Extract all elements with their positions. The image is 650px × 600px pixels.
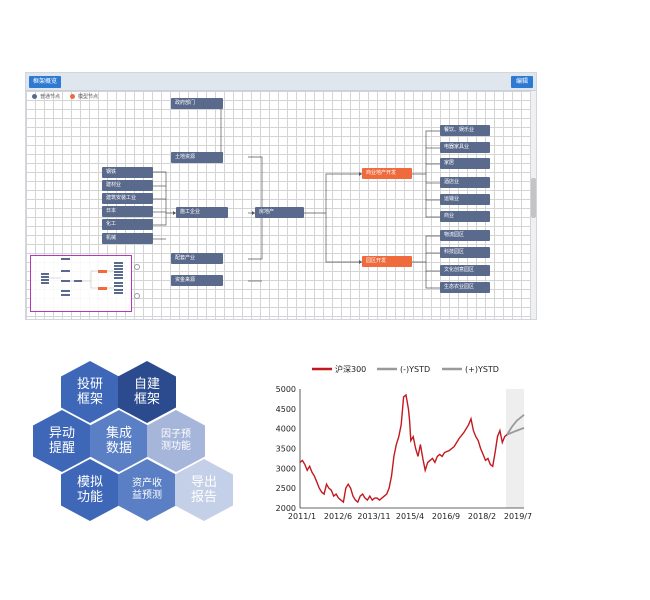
legend-label-2: (+)YSTD — [465, 365, 499, 374]
scrollbar-thumb[interactable] — [531, 178, 536, 218]
series-line-1 — [506, 427, 525, 436]
node-r2[interactable]: 电器家具业 — [440, 142, 490, 153]
hex-simulation[interactable]: 模拟 功能 — [61, 459, 119, 521]
node-r3[interactable]: 家居 — [440, 158, 490, 169]
tab-framework-overview[interactable]: 框架概览 — [29, 76, 62, 88]
y-tick-label: 3500 — [276, 445, 296, 454]
node-legend: 普通节点 模型节点 — [32, 93, 98, 100]
node-r9[interactable]: 文化创意园区 — [440, 265, 490, 276]
legend-model-label: 模型节点 — [78, 94, 99, 100]
vertical-scrollbar[interactable] — [531, 91, 536, 319]
panel-header: 框架概览 编辑 — [26, 73, 536, 91]
node-commercial-dev[interactable]: 商业地产开发 — [362, 168, 412, 179]
x-tick-label: 2012/6 — [324, 512, 352, 521]
node-steel[interactable]: 钢铁 — [102, 167, 153, 178]
index-line-chart: 2000 2500 3000 3500 4000 4500 5000 2011/1 2012/6… — [276, 364, 532, 521]
node-r1[interactable]: 餐饮、娱乐业 — [440, 125, 490, 136]
hex-asset-return-forecast[interactable]: 资产收 益预测 — [118, 459, 176, 521]
hex-research-framework[interactable]: 投研 框架 — [61, 361, 119, 423]
model-node-dot-icon — [70, 94, 76, 99]
hex-custom-framework[interactable]: 自建 框架 — [118, 361, 176, 423]
x-tick-label: 2019/7 — [504, 512, 532, 521]
node-machinery[interactable]: 机械 — [102, 233, 153, 244]
zoom-in-icon[interactable] — [134, 264, 140, 270]
x-tick-label: 2011/1 — [288, 512, 316, 521]
node-r5[interactable]: 运输业 — [440, 194, 490, 205]
legend-label-0: 沪深300 — [335, 364, 366, 374]
node-park-dev[interactable]: 园区开发 — [362, 256, 412, 267]
node-building-material[interactable]: 建材业 — [102, 180, 153, 191]
y-tick-label: 2500 — [276, 484, 296, 493]
legend-label-1: (-)YSTD — [400, 365, 430, 374]
node-r4[interactable]: 酒店业 — [440, 177, 490, 188]
node-land-finance[interactable]: 土地资源 — [171, 152, 223, 163]
forecast-shade — [505, 389, 524, 508]
hex-factor-forecast[interactable]: 因子预 测功能 — [147, 410, 205, 472]
hex-anomaly-alert[interactable]: 异动 提醒 — [33, 410, 91, 472]
node-furniture[interactable]: 日本 — [102, 206, 153, 217]
node-construction[interactable]: 施工企业 — [176, 207, 228, 218]
node-gov[interactable]: 政府部门 — [171, 98, 223, 109]
x-tick-label: 2016/9 — [432, 512, 460, 521]
node-r10[interactable]: 生态农业园区 — [440, 282, 490, 293]
y-tick-label: 4500 — [276, 405, 296, 414]
node-chemical[interactable]: 化工 — [102, 219, 153, 230]
legend-normal-label: 普通节点 — [40, 94, 61, 100]
hex-export-report[interactable]: 导出 报告 — [175, 459, 233, 521]
node-capital-source[interactable]: 资金来源 — [171, 275, 223, 286]
edit-button[interactable]: 编辑 — [510, 76, 533, 88]
normal-node-dot-icon — [32, 94, 37, 99]
node-r6[interactable]: 商业 — [440, 211, 490, 222]
y-tick-label: 3000 — [276, 464, 296, 473]
minimap-preview — [41, 258, 123, 296]
node-real-estate[interactable]: 房地产 — [255, 207, 304, 218]
zoom-out-icon[interactable] — [134, 293, 140, 299]
legend-normal: 普通节点 — [32, 93, 60, 100]
legend-model: 模型节点 — [70, 93, 98, 100]
y-tick-label: 5000 — [276, 385, 296, 394]
y-tick-label: 2000 — [276, 504, 296, 513]
x-tick-label: 2013/11 — [357, 512, 390, 521]
node-r7[interactable]: 物流园区 — [440, 230, 490, 241]
series-line-2 — [506, 414, 525, 436]
minimap[interactable] — [30, 255, 132, 312]
x-tick-label: 2018/2 — [468, 512, 496, 521]
node-supply-industry[interactable]: 配套产业 — [171, 253, 223, 264]
framework-panel: 框架概览 编辑 普通节点 模型节点 — [25, 72, 537, 320]
hex-integrated-data[interactable]: 集成 数据 — [90, 410, 148, 472]
node-r8[interactable]: 科技园区 — [440, 247, 490, 258]
node-building-install[interactable]: 建筑安装工业 — [102, 193, 153, 204]
x-tick-label: 2015/4 — [396, 512, 424, 521]
y-tick-label: 4000 — [276, 425, 296, 434]
series-line-0 — [299, 393, 508, 504]
